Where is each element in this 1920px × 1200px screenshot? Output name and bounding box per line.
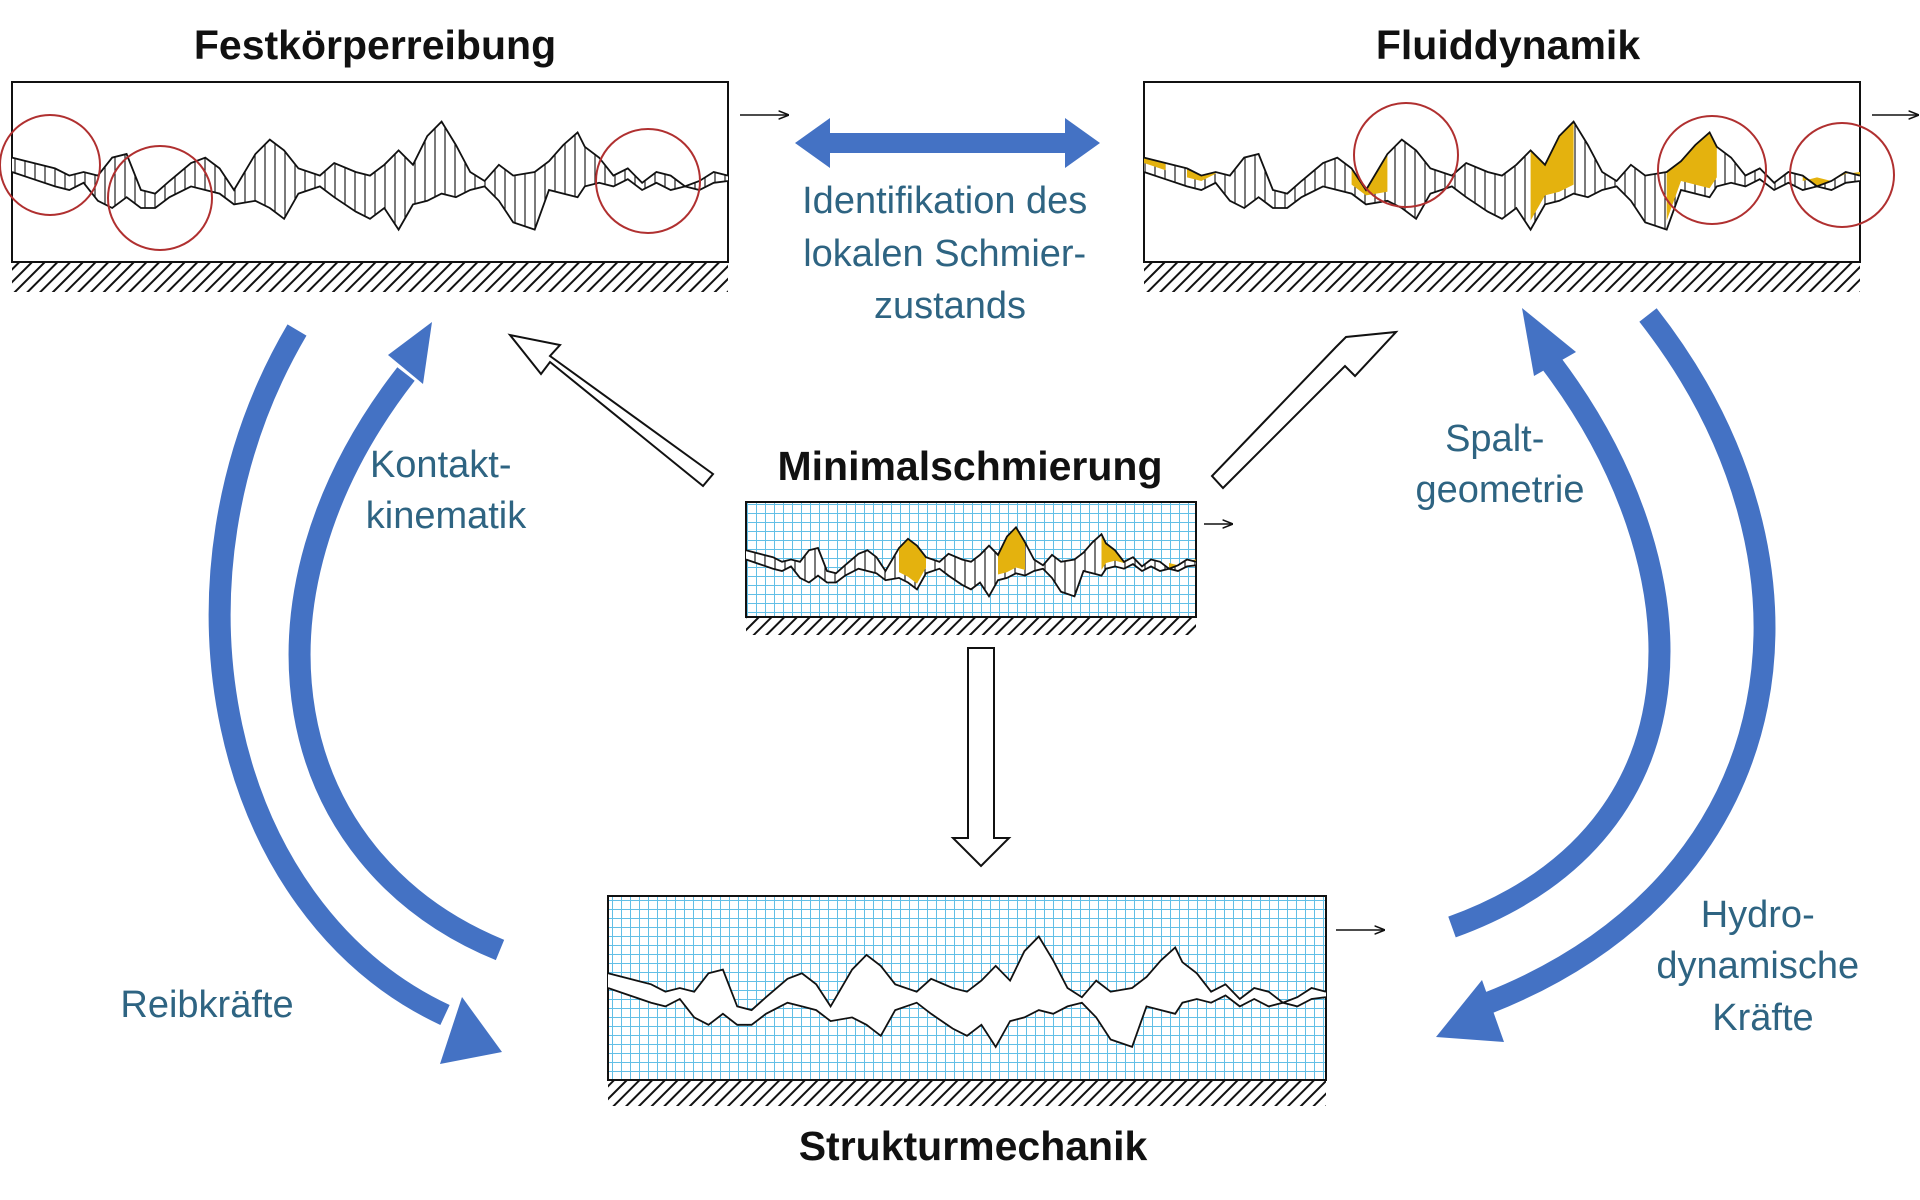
identification-double-arrow — [795, 118, 1100, 168]
lower-surface-line — [1143, 171, 1861, 232]
roughness-profile — [11, 120, 729, 232]
lower-surface-line — [607, 987, 1327, 1049]
upper-surface-line — [745, 525, 1197, 575]
label-hydrodynamische-kraefte: Hydro- dynamische Kräfte — [1656, 894, 1869, 1039]
ground-hatch — [12, 262, 728, 292]
title-minimalschmierung: Minimalschmierung — [777, 443, 1162, 489]
ground-hatch — [1144, 262, 1860, 292]
hollow-arrow-to-festkoerperreibung — [507, 333, 715, 488]
panel-strukturmechanik — [607, 895, 1384, 1106]
ground-hatch — [746, 617, 1196, 635]
contact-circle — [595, 128, 701, 234]
label-reibkraefte: Reibkräfte — [120, 984, 293, 1026]
deformed-roughness-profile — [607, 935, 1327, 1049]
curved-arrow-hydrodynamische-kraefte-shaft — [1483, 308, 1776, 1014]
curved-arrow-reibkraefte-head — [440, 997, 502, 1064]
curved-arrow-hydrodynamische-kraefte-head — [1436, 980, 1504, 1042]
ground-hatch — [608, 1080, 1326, 1106]
roughness-profile-with-lubricant — [745, 525, 1197, 599]
lubrication-circle — [1657, 115, 1767, 225]
panel-festkoerperreibung — [0, 81, 788, 292]
lubricant-film — [1530, 121, 1574, 221]
hollow-arrow-to-strukturmechanik — [950, 647, 1012, 868]
roughness-profile-with-lubricant — [1143, 120, 1861, 232]
lubricant-film — [1666, 132, 1717, 221]
lubrication-circle — [1353, 102, 1459, 208]
contact-circle — [0, 114, 101, 216]
curved-arrow-reibkraefte-shaft — [208, 324, 450, 1025]
title-fluiddynamik: Fluiddynamik — [1376, 22, 1640, 68]
title-festkoerperreibung: Festkörperreibung — [194, 22, 556, 68]
upper-surface-line — [607, 935, 1327, 1012]
lubricant-film — [1351, 154, 1388, 196]
lubricant-film — [1802, 172, 1860, 187]
lower-surface-line — [745, 558, 1197, 599]
lubricant-film — [1187, 168, 1216, 181]
contact-circle — [107, 145, 213, 251]
curved-arrow-spaltgeometrie-head — [1522, 308, 1576, 376]
label-spaltgeometrie: Spalt- geometrie — [1416, 418, 1585, 511]
upper-surface-line — [11, 120, 729, 195]
lubricant-film — [998, 527, 1025, 575]
title-strukturmechanik: Strukturmechanik — [799, 1123, 1148, 1169]
curved-arrow-kontaktkinematik-shaft — [288, 367, 505, 961]
label-kontaktkinematik: Kontakt- kinematik — [366, 444, 527, 537]
panel-fluiddynamik — [1143, 81, 1918, 292]
curved-arrow-kontaktkinematik-head — [388, 322, 432, 384]
curved-arrow-spaltgeometrie-shaft — [1448, 357, 1671, 938]
lubricant-film — [1101, 534, 1124, 570]
upper-surface-line — [1143, 120, 1861, 195]
panel-minimalschmierung — [745, 501, 1232, 635]
lower-surface-line — [11, 171, 729, 232]
lubricant-film — [1144, 157, 1166, 171]
lubrication-circle — [1789, 122, 1895, 228]
label-identifikation: Identifikation des lokalen Schmier- zust… — [802, 180, 1098, 327]
hollow-arrow-to-fluiddynamik — [1210, 330, 1399, 490]
